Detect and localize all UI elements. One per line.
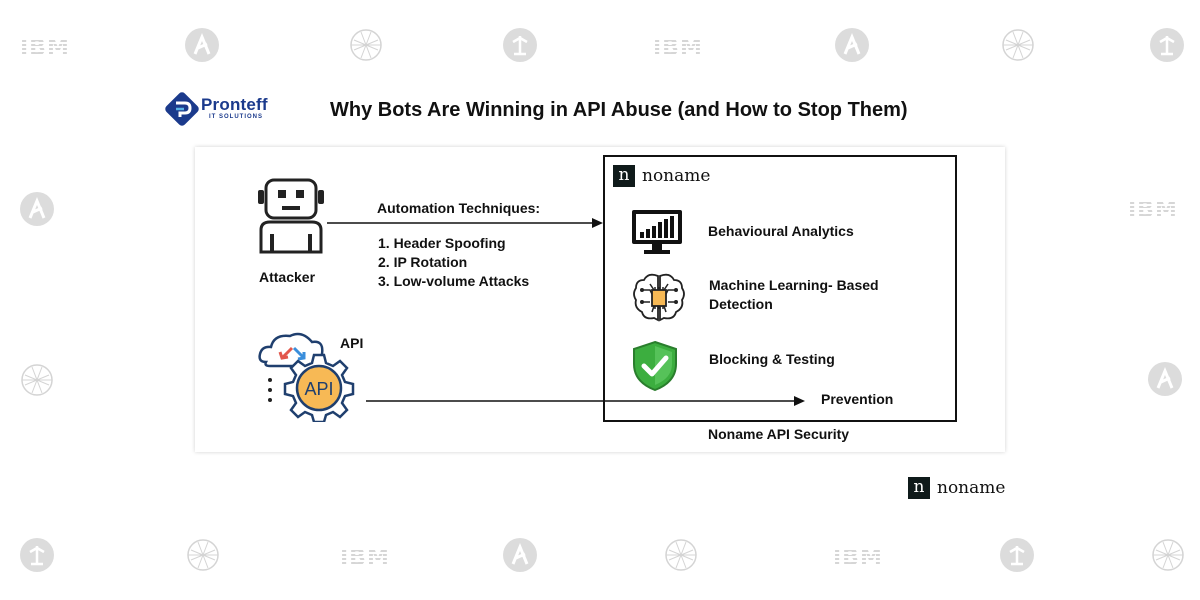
footer-noname-logo: n noname [908, 477, 1005, 499]
footer-noname-wordmark: noname [937, 478, 1006, 498]
techniques-title: Automation Techniques: [377, 200, 541, 216]
technique-item: 1. Header Spoofing [378, 235, 506, 251]
api-badge-text: API [304, 379, 333, 399]
feature-behavioural-analytics: Behavioural Analytics [708, 223, 854, 239]
pronteff-logo: Pronteff IT SOLUTIONS [165, 92, 280, 128]
technique-item: 2. IP Rotation [378, 254, 468, 270]
a-logo-watermark-icon [835, 28, 869, 62]
api-cloud-gear-icon: API [258, 332, 355, 422]
a-logo-watermark-icon [503, 538, 537, 572]
feature-ml-detection-line2: Detection [709, 296, 773, 312]
pronteff-brand-sub: IT SOLUTIONS [209, 114, 263, 120]
ml-brain-chip-icon [633, 273, 685, 322]
globe-watermark-icon [1000, 27, 1036, 63]
ibm-watermark: IBM [340, 546, 390, 571]
noname-security-box [603, 155, 957, 422]
pronteff-mark-icon [165, 92, 199, 126]
footer-noname-mark: n [908, 477, 930, 499]
pronteff-brand-name: Pronteff [201, 95, 268, 114]
ibm-watermark: IBM [833, 546, 883, 571]
globe-watermark-icon [1150, 537, 1186, 573]
feature-blocking-testing: Blocking & Testing [709, 351, 835, 367]
technique-item: 3. Low-volume Attacks [378, 273, 530, 289]
robot-attacker-icon [258, 178, 324, 254]
globe-watermark-icon [663, 537, 699, 573]
scale-watermark-icon [1150, 28, 1184, 62]
feature-ml-detection-line1: Machine Learning- Based [709, 277, 879, 293]
ibm-watermark: IBM [20, 36, 70, 61]
shield-check-icon [633, 340, 677, 392]
noname-box-caption: Noname API Security [708, 426, 850, 442]
api-label: API [340, 335, 364, 351]
a-logo-watermark-icon [185, 28, 219, 62]
noname-box-logo: n noname [613, 165, 710, 187]
ibm-watermark: IBM [653, 36, 703, 61]
attacker-label: Attacker [259, 269, 316, 285]
scale-watermark-icon [1000, 538, 1034, 572]
globe-watermark-icon [185, 537, 221, 573]
globe-watermark-icon [348, 27, 384, 63]
noname-wordmark: noname [642, 166, 711, 186]
a-logo-watermark-icon [1148, 362, 1182, 396]
scale-watermark-icon [503, 28, 537, 62]
page-title: Why Bots Are Winning in API Abuse (and H… [330, 99, 908, 121]
analytics-monitor-icon [632, 210, 682, 254]
globe-watermark-icon [19, 362, 55, 398]
noname-mark: n [613, 165, 635, 187]
a-logo-watermark-icon [20, 192, 54, 226]
prevention-label: Prevention [821, 391, 894, 407]
ibm-watermark: IBM [1128, 198, 1178, 223]
scale-watermark-icon [20, 538, 54, 572]
